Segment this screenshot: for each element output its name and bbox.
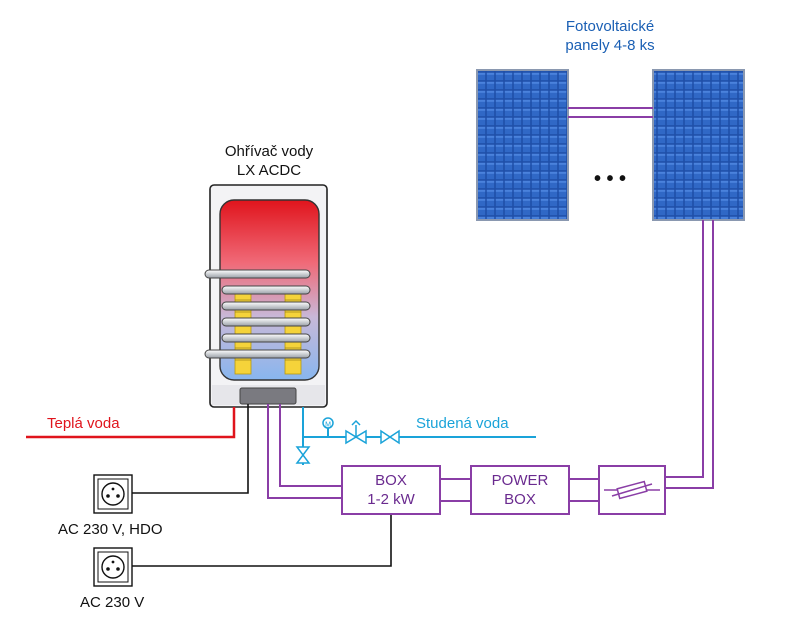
- box-label-line-1: BOX: [375, 472, 407, 489]
- dc-line-heater: [267, 404, 342, 499]
- power-socket-icon: [93, 474, 133, 514]
- heater-title: Ohřívač vody LX ACDC: [202, 142, 336, 180]
- ac-line-hdo: [132, 404, 249, 494]
- valve-icon: [380, 429, 400, 445]
- safety-valve-icon: [345, 419, 367, 445]
- meter-icon: [322, 417, 334, 429]
- box-label: BOX 1-2 kW: [342, 471, 440, 509]
- panels-title-line-2: panely 4-8 ks: [565, 37, 655, 54]
- fuse-icon: [604, 480, 660, 500]
- box-label-line-2: 1-2 kW: [367, 491, 415, 508]
- heater-title-line-1: Ohřívač vody: [224, 143, 314, 160]
- power-box-label: POWER BOX: [471, 471, 569, 509]
- power-box-label-line-1: POWER: [491, 472, 549, 489]
- hot-water-pipe: [26, 407, 236, 439]
- meter-symbol: M: [325, 422, 331, 429]
- power-box: [470, 465, 570, 515]
- dc-line-box-powerbox: [440, 478, 471, 502]
- socket-hdo-label: AC 230 V, HDO: [58, 521, 163, 538]
- valve-icon: [295, 446, 311, 464]
- ac-line-box: [132, 514, 392, 567]
- panels-title: Fotovoltaické panely 4-8 ks: [530, 17, 690, 55]
- heater-title-line-2: LX ACDC: [236, 162, 302, 179]
- dc-line-panels: [665, 220, 714, 489]
- more-panels-dots: • • •: [593, 168, 627, 190]
- panel-interconnect: [568, 107, 653, 118]
- box-1-2kw: [341, 465, 441, 515]
- cold-water-label: Studená voda: [416, 415, 509, 432]
- hot-water-label: Teplá voda: [47, 415, 120, 432]
- pv-panel-right: [652, 69, 745, 221]
- socket-ac-label: AC 230 V: [80, 594, 145, 611]
- power-socket-icon: [93, 547, 133, 587]
- pv-panel-left: [476, 69, 569, 221]
- power-box-label-line-2: BOX: [504, 491, 536, 508]
- panels-title-line-1: Fotovoltaické: [565, 18, 655, 35]
- water-heater: [204, 184, 328, 408]
- dc-line-powerbox-fuse: [569, 478, 599, 502]
